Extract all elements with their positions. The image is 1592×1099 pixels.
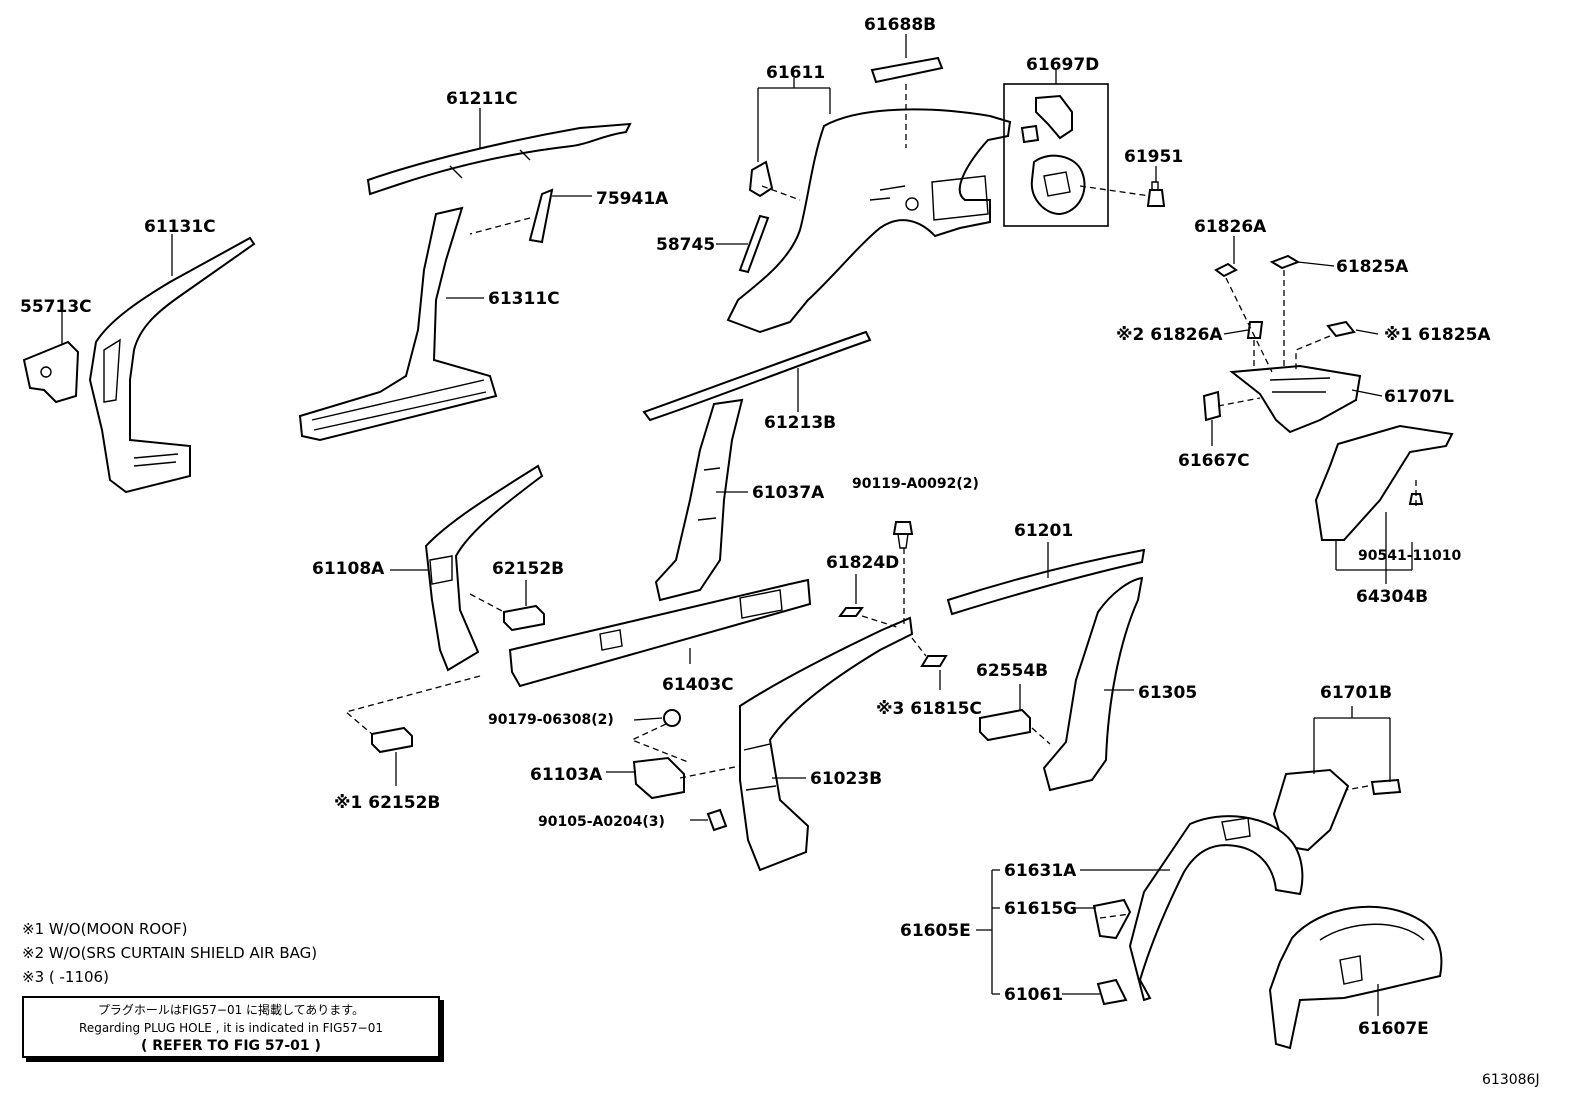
- part-90179-shape: [663, 709, 681, 727]
- part-61825A-1-shape: [1326, 320, 1356, 338]
- part-64304B-shape: [1314, 424, 1454, 541]
- part-90119-shape: [892, 521, 914, 549]
- part-61103A-shape: [632, 756, 685, 800]
- label-55713C[interactable]: 55713C: [20, 297, 92, 317]
- label-61667C[interactable]: 61667C: [1178, 451, 1250, 471]
- footnote-3: ※3 ( -1106): [22, 968, 109, 986]
- label-61631A[interactable]: 61631A: [1004, 861, 1077, 881]
- label-61825A-note1[interactable]: ※1 61825A: [1384, 325, 1491, 345]
- label-61615G[interactable]: 61615G: [1004, 899, 1077, 919]
- part-61701B-shape: [1272, 768, 1402, 852]
- label-90179-06308[interactable]: 90179-06308(2): [488, 712, 614, 728]
- label-58745[interactable]: 58745: [656, 235, 715, 255]
- label-62554B[interactable]: 62554B: [976, 661, 1048, 681]
- part-61061-shape: [1096, 978, 1128, 1006]
- reference-line-jp: プラグホールはFIG57−01 に掲載してあります。: [97, 1003, 365, 1017]
- part-61826A-top-shape: [1214, 262, 1238, 278]
- part-61311C-shape: [298, 206, 498, 442]
- label-61607E[interactable]: 61607E: [1358, 1019, 1429, 1039]
- label-61108A[interactable]: 61108A: [312, 559, 385, 579]
- label-62152B[interactable]: 62152B: [492, 559, 564, 579]
- part-55713C-shape: [22, 340, 80, 404]
- part-61667C-shape: [1202, 390, 1222, 422]
- label-90105-A0204[interactable]: 90105-A0204(3): [538, 814, 665, 830]
- assembly-lines: [344, 84, 1417, 919]
- part-61951-shape: [1146, 181, 1166, 207]
- part-61631A-shape: [1128, 815, 1304, 1002]
- part-61305-shape: [1042, 576, 1144, 792]
- part-61131C-shape: [88, 236, 256, 494]
- leader-lines: [61, 34, 1413, 1016]
- part-61213B-shape: [642, 330, 872, 422]
- part-61824D-shape: [838, 607, 864, 617]
- part-61201-shape: [946, 548, 1146, 616]
- label-61611[interactable]: 61611: [766, 63, 825, 83]
- label-61103A[interactable]: 61103A: [530, 765, 603, 785]
- label-61707L[interactable]: 61707L: [1384, 387, 1454, 407]
- part-58745-shape: [738, 214, 770, 274]
- label-61201[interactable]: 61201: [1014, 521, 1073, 541]
- reference-line-en: Regarding PLUG HOLE , it is indicated in…: [79, 1021, 383, 1035]
- label-61697D[interactable]: 61697D: [1026, 55, 1099, 75]
- label-61305[interactable]: 61305: [1138, 683, 1197, 703]
- part-61607E-shape: [1268, 905, 1443, 1050]
- label-61815C-note3[interactable]: ※3 61815C: [876, 699, 982, 719]
- label-61061[interactable]: 61061: [1004, 985, 1063, 1005]
- label-61688B[interactable]: 61688B: [864, 15, 936, 35]
- label-64304B[interactable]: 64304B: [1356, 587, 1428, 607]
- label-75941A[interactable]: 75941A: [596, 189, 669, 209]
- footnotes: ※1 W/O(MOON ROOF) ※2 W/O(SRS CURTAIN SHI…: [22, 917, 317, 989]
- label-61826A-top[interactable]: 61826A: [1194, 217, 1267, 237]
- part-90105-shape: [706, 808, 728, 832]
- label-61825A-top[interactable]: 61825A: [1336, 257, 1409, 277]
- part-61825A-top-shape: [1269, 254, 1301, 270]
- label-90119-A0092[interactable]: 90119-A0092(2): [852, 476, 979, 492]
- reference-box: プラグホールはFIG57−01 に掲載してあります。 Regarding PLU…: [22, 996, 440, 1058]
- label-61951[interactable]: 61951: [1124, 147, 1183, 167]
- label-61311C[interactable]: 61311C: [488, 289, 560, 309]
- footnote-2: ※2 W/O(SRS CURTAIN SHIELD AIR BAG): [22, 944, 318, 962]
- part-61697D-shape: [1003, 83, 1109, 227]
- label-90541-11010[interactable]: 90541-11010: [1358, 548, 1461, 564]
- figure-code: 613086J: [1482, 1072, 1540, 1088]
- part-90541-shape: [1408, 493, 1424, 505]
- label-61826A-note2[interactable]: ※2 61826A: [1116, 325, 1223, 345]
- label-61605E[interactable]: 61605E: [900, 921, 971, 941]
- part-61023B-shape: [739, 616, 914, 872]
- label-61023B[interactable]: 61023B: [810, 769, 882, 789]
- part-61611-shape: [726, 108, 1012, 334]
- reference-link[interactable]: ( REFER TO FIG 57-01 ): [141, 1038, 321, 1054]
- part-62152B-shape: [503, 604, 545, 632]
- label-62152B-note1[interactable]: ※1 62152B: [334, 793, 440, 813]
- part-61403C-shape: [508, 578, 812, 688]
- label-61824D[interactable]: 61824D: [826, 553, 899, 573]
- part-61707L-shape: [1229, 364, 1362, 434]
- label-61213B[interactable]: 61213B: [764, 413, 836, 433]
- part-61037A-shape: [654, 398, 744, 602]
- part-61826A-2-shape: [1246, 321, 1264, 339]
- part-75941A-shape: [528, 188, 554, 244]
- footnote-1: ※1 W/O(MOON ROOF): [22, 920, 188, 938]
- label-61211C[interactable]: 61211C: [446, 89, 518, 109]
- label-61403C[interactable]: 61403C: [662, 675, 734, 695]
- label-61131C[interactable]: 61131C: [144, 217, 216, 237]
- label-61701B[interactable]: 61701B: [1320, 683, 1392, 703]
- part-62152B-1-shape: [371, 726, 413, 754]
- part-61815C-shape: [920, 655, 948, 667]
- part-61108A-shape: [424, 464, 544, 672]
- part-61615G-shape: [1092, 898, 1132, 940]
- part-62554B-shape: [979, 708, 1031, 742]
- part-61211C-shape: [366, 122, 632, 196]
- part-labels: 61688B 61611 61697D 61211C 75941A 61951 …: [20, 15, 1491, 1039]
- part-61688B-shape: [870, 56, 944, 84]
- label-61037A[interactable]: 61037A: [752, 483, 825, 503]
